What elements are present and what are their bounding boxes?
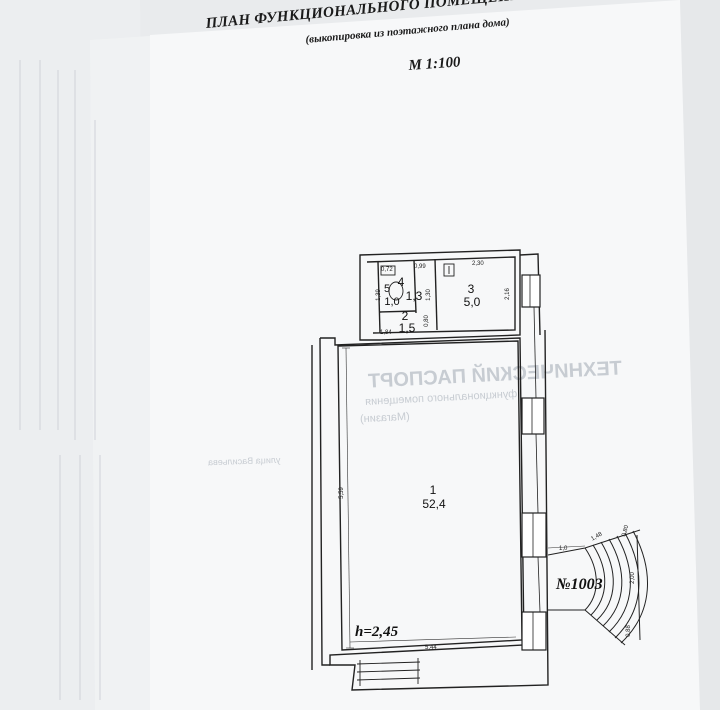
dim-1-0: 1,0 (559, 546, 568, 552)
room-3-area: 5,0 (463, 295, 481, 309)
room-5-area: 1,0 (384, 296, 400, 308)
dim-2-16: 2,16 (504, 288, 511, 300)
dim-1-30: 1,30 (425, 289, 432, 301)
room-4-area: 1,3 (405, 289, 423, 303)
dim-5-59: 5,59 (338, 487, 345, 499)
room-2-area: 1,5 (398, 321, 416, 335)
dim-0-99: 0,99 (414, 264, 426, 270)
dim-1-84: 1,84 (380, 330, 392, 336)
room-1-area: 52,4 (422, 497, 446, 511)
dim-0-72: 0,72 (381, 267, 393, 273)
room-1-label: 1 (418, 484, 448, 496)
room-1-number: 1 (429, 483, 437, 497)
room-5-number: 5 (383, 283, 391, 295)
dim-0-80: 0,80 (423, 315, 430, 327)
room-4-number: 4 (397, 275, 405, 289)
dim-0-88: 0,88 (625, 625, 632, 637)
unit-number-label: №1003 (556, 576, 603, 593)
room-3-number: 3 (467, 282, 475, 296)
room-2-number: 2 (401, 309, 409, 323)
dim-5-44: 5,44 (425, 645, 437, 651)
dim-2-00: 2,00 (629, 572, 636, 584)
ceiling-height-label: h=2,45 (355, 624, 399, 640)
dim-2-30: 2,30 (472, 261, 484, 267)
dim-1-39: 1,39 (375, 289, 382, 301)
